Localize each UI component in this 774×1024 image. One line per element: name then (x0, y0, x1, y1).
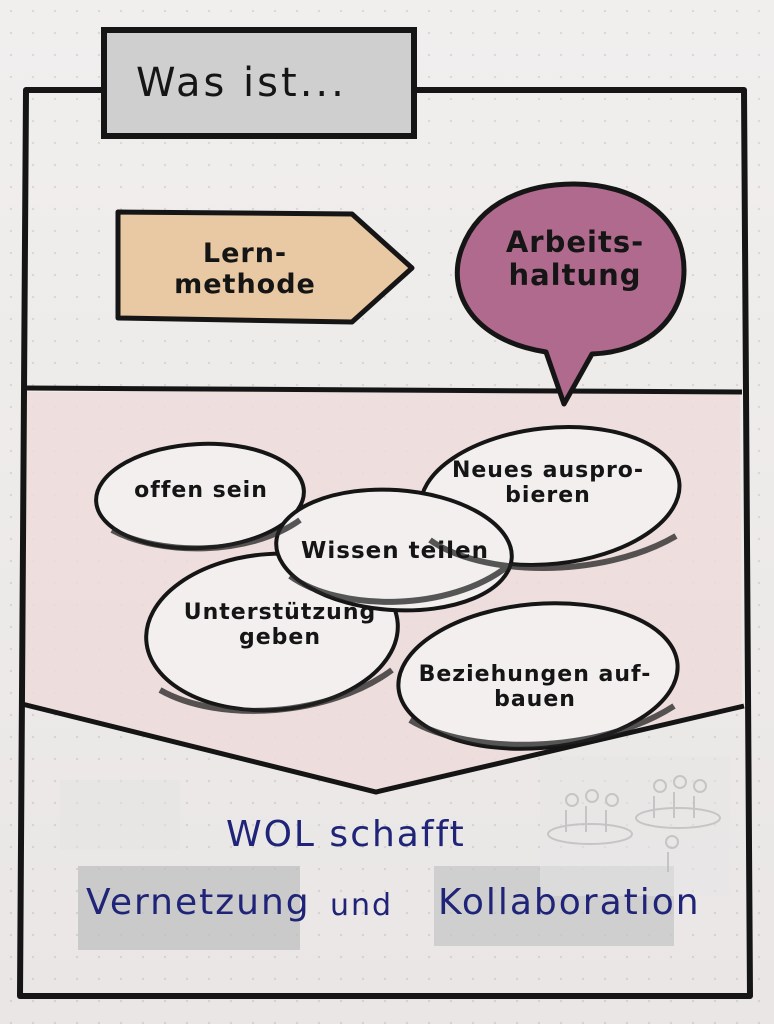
divider-line (25, 385, 743, 395)
faint-note-left (60, 780, 180, 850)
highlight-vernetzung (78, 866, 300, 950)
bubble-label: Arbeits- haltung (505, 225, 645, 293)
ellipse-label-wissen: Wissen teilen (301, 538, 489, 564)
conclusion-vernetzung: Vernetzung (86, 882, 311, 923)
arrow-label: Lern- methode (174, 238, 316, 301)
ellipse-label-beziehungen: Beziehungen auf- bauen (418, 662, 652, 713)
outer-frame (17, 87, 753, 999)
chevron-line (21, 701, 745, 795)
arrow-shape (115, 209, 415, 325)
page-title: Was ist... (136, 60, 347, 106)
conclusion-und: und (330, 888, 394, 923)
ellipse-beziehungen (396, 601, 680, 751)
title-box (101, 27, 417, 139)
ellipse-label-neues: Neues auspro- bieren (451, 458, 645, 509)
conclusion-kollaboration: Kollaboration (438, 882, 701, 923)
ellipse-label-offen: offen sein (134, 478, 268, 503)
conclusion-line1: WOL schafft (226, 814, 466, 855)
ellipse-wissen (274, 487, 514, 613)
faint-people-sketch (547, 775, 721, 872)
speech-bubble (454, 181, 687, 407)
ellipse-label-unterstuetzung: Unterstützung geben (183, 600, 377, 651)
